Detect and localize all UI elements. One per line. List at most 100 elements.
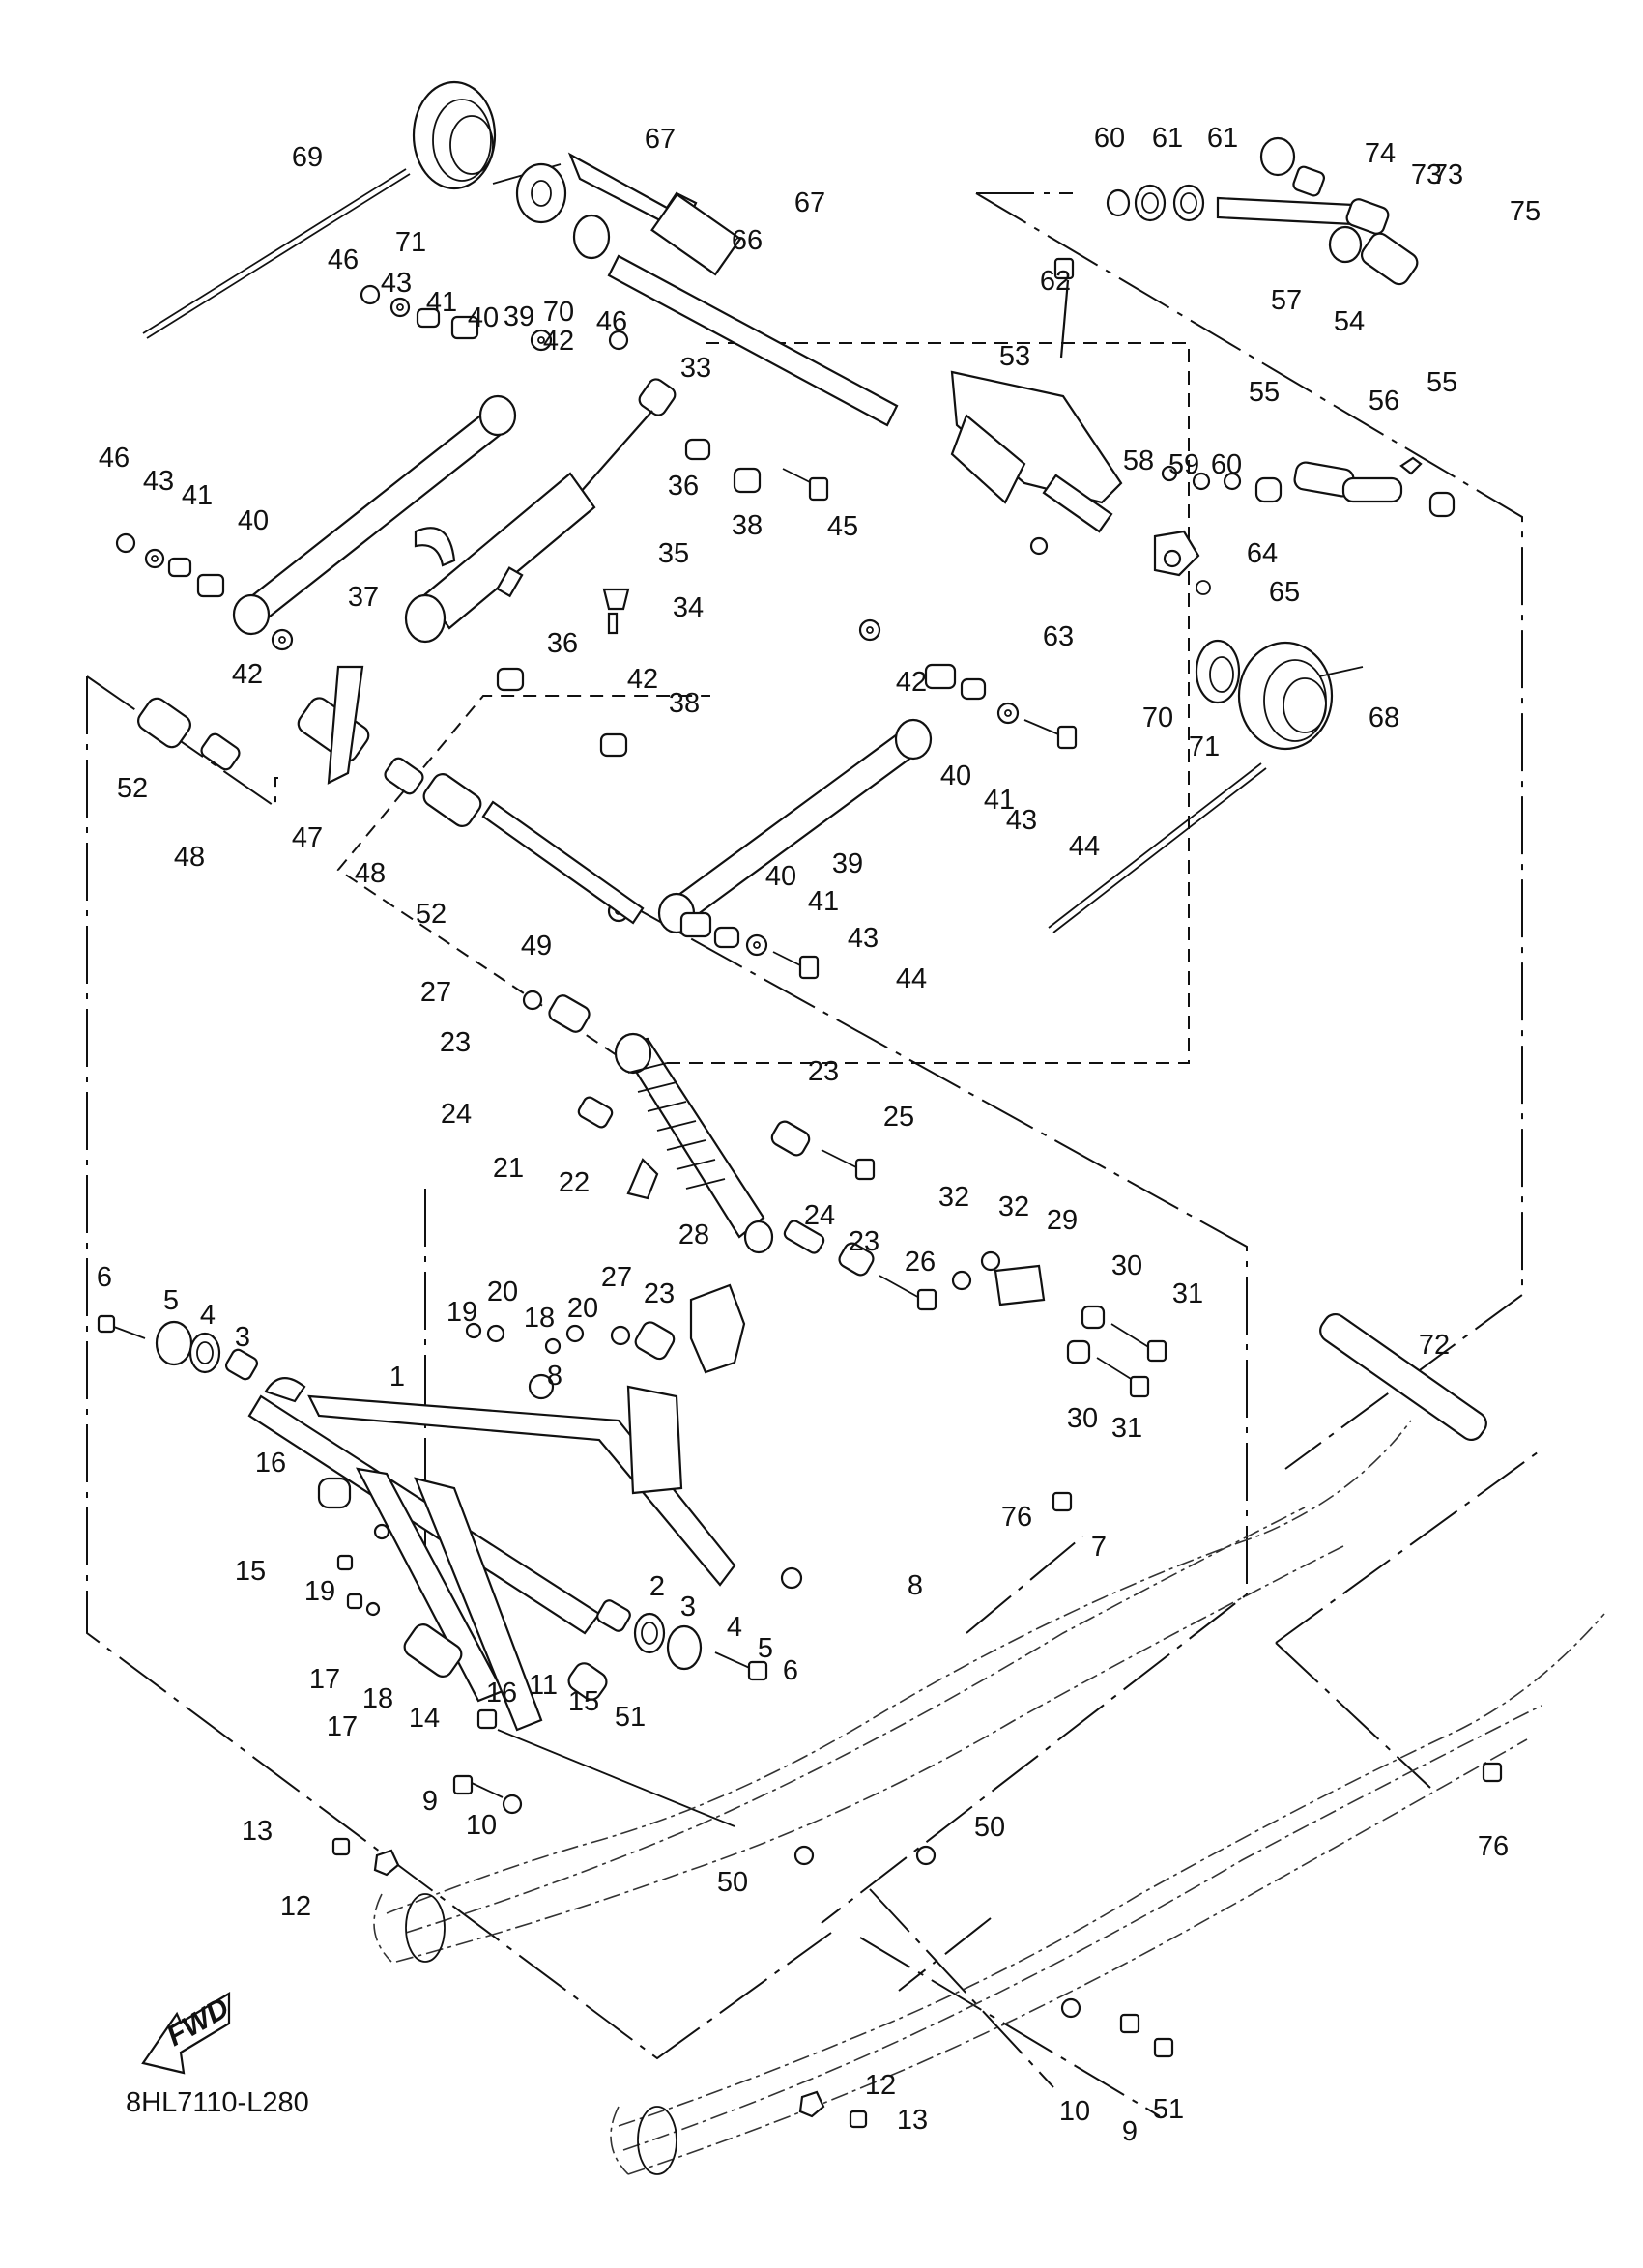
mid-boundary: [618, 898, 1248, 1924]
callout-part-5: 5: [758, 1633, 773, 1664]
callout-part-76: 76: [1001, 1502, 1032, 1533]
callout-part-42: 42: [896, 667, 927, 698]
callout-part-4: 4: [200, 1300, 216, 1331]
callout-part-62: 62: [1040, 266, 1071, 297]
torsion-spring-right: [1048, 639, 1364, 933]
callout-part-23: 23: [849, 1226, 879, 1257]
callout-part-26: 26: [905, 1247, 936, 1278]
upper-hardware: [115, 284, 1078, 980]
callout-part-51: 51: [1153, 2094, 1184, 2125]
callout-part-46: 46: [328, 244, 359, 275]
callout-part-30: 30: [1111, 1250, 1142, 1281]
callout-part-28: 28: [678, 1220, 709, 1250]
callout-part-18: 18: [524, 1303, 555, 1334]
callout-part-32: 32: [998, 1191, 1029, 1222]
callout-part-40: 40: [765, 861, 796, 892]
callout-part-43: 43: [1006, 805, 1037, 836]
callout-part-43: 43: [143, 466, 174, 497]
rear-boundary: [975, 192, 1523, 1470]
callout-part-19: 19: [304, 1576, 335, 1607]
callout-part-61: 61: [1152, 123, 1183, 154]
callout-part-25: 25: [883, 1102, 914, 1133]
callout-part-41: 41: [808, 886, 839, 917]
rail-50-line: [898, 1917, 992, 1992]
assembly-boundaries: [86, 192, 1542, 2117]
upper-shock-absorber: [404, 378, 677, 644]
callout-part-67: 67: [645, 124, 676, 155]
callout-part-65: 65: [1269, 577, 1300, 608]
callout-part-20: 20: [567, 1293, 598, 1324]
callout-part-63: 63: [1043, 621, 1074, 652]
callout-part-56: 56: [1369, 386, 1399, 416]
callout-part-46: 46: [99, 443, 130, 474]
callout-part-2: 2: [649, 1571, 665, 1602]
rear-shock-absorber: [522, 990, 1167, 1398]
callout-part-47: 47: [292, 822, 323, 853]
callout-part-39: 39: [832, 848, 863, 879]
callout-part-18: 18: [362, 1683, 393, 1714]
slide-rails: [373, 1312, 1605, 2175]
callout-part-30: 30: [1067, 1403, 1098, 1434]
callout-part-16: 16: [255, 1448, 286, 1479]
callout-part-13: 13: [897, 2105, 928, 2136]
callout-part-23: 23: [644, 1278, 675, 1309]
rail-76-line: [966, 1536, 1083, 1634]
callout-part-31: 31: [1172, 1278, 1203, 1309]
callout-part-23: 23: [808, 1056, 839, 1087]
callout-part-40: 40: [238, 505, 269, 536]
callout-part-21: 21: [493, 1153, 524, 1184]
callout-part-71: 71: [395, 227, 426, 258]
callout-part-22: 22: [559, 1167, 590, 1198]
callout-part-57: 57: [1271, 285, 1302, 316]
callout-part-16: 16: [486, 1678, 517, 1708]
callout-part-44: 44: [896, 963, 927, 994]
callout-part-36: 36: [547, 628, 578, 659]
callout-part-76: 76: [1478, 1831, 1509, 1862]
callout-part-52: 52: [416, 899, 447, 930]
callout-part-41: 41: [182, 480, 213, 511]
callout-part-73: 73: [1432, 159, 1463, 190]
callout-part-41: 41: [984, 785, 1015, 816]
callout-part-49: 49: [521, 931, 552, 962]
callout-part-43: 43: [381, 268, 412, 299]
callout-part-8: 8: [547, 1361, 562, 1392]
callout-part-34: 34: [673, 592, 704, 623]
callout-part-50: 50: [974, 1812, 1005, 1843]
callout-part-4: 4: [727, 1612, 742, 1643]
callout-part-35: 35: [658, 538, 689, 569]
callout-part-6: 6: [783, 1655, 798, 1686]
callout-part-13: 13: [242, 1816, 273, 1847]
rear-cross-line: [1275, 1449, 1542, 1644]
callout-part-50: 50: [717, 1867, 748, 1898]
callout-part-67: 67: [794, 187, 825, 218]
callout-part-42: 42: [627, 664, 658, 695]
callout-part-60: 60: [1094, 123, 1125, 154]
callout-part-75: 75: [1510, 196, 1541, 227]
callout-part-3: 3: [235, 1322, 250, 1353]
callout-part-55: 55: [1427, 367, 1457, 398]
front-arm-boundary: [86, 676, 832, 2060]
callout-part-52: 52: [117, 773, 148, 804]
callout-part-72: 72: [1419, 1330, 1450, 1361]
callout-part-71: 71: [1189, 732, 1220, 762]
callout-part-6: 6: [97, 1262, 112, 1293]
callout-part-45: 45: [827, 511, 858, 542]
callout-part-70: 70: [1142, 703, 1173, 733]
callout-part-53: 53: [999, 341, 1030, 372]
callout-part-64: 64: [1247, 538, 1278, 569]
callout-part-38: 38: [669, 688, 700, 719]
callout-part-24: 24: [804, 1200, 835, 1231]
rear-shaft-assembly: [515, 152, 899, 427]
callout-part-54: 54: [1334, 306, 1365, 337]
fwd-arrow-icon: [141, 1992, 231, 2075]
callout-part-51: 51: [615, 1702, 646, 1733]
fwd-label: FWD: [161, 1992, 235, 2053]
callout-part-9: 9: [422, 1786, 438, 1817]
rear-bolt-line: [1275, 1642, 1431, 1789]
front-crossbar-hardware: [137, 665, 645, 925]
callout-part-40: 40: [468, 302, 499, 333]
rear-pivot-bracket: [950, 257, 1456, 595]
callout-part-15: 15: [235, 1556, 266, 1587]
callout-part-9: 9: [1122, 2116, 1138, 2147]
